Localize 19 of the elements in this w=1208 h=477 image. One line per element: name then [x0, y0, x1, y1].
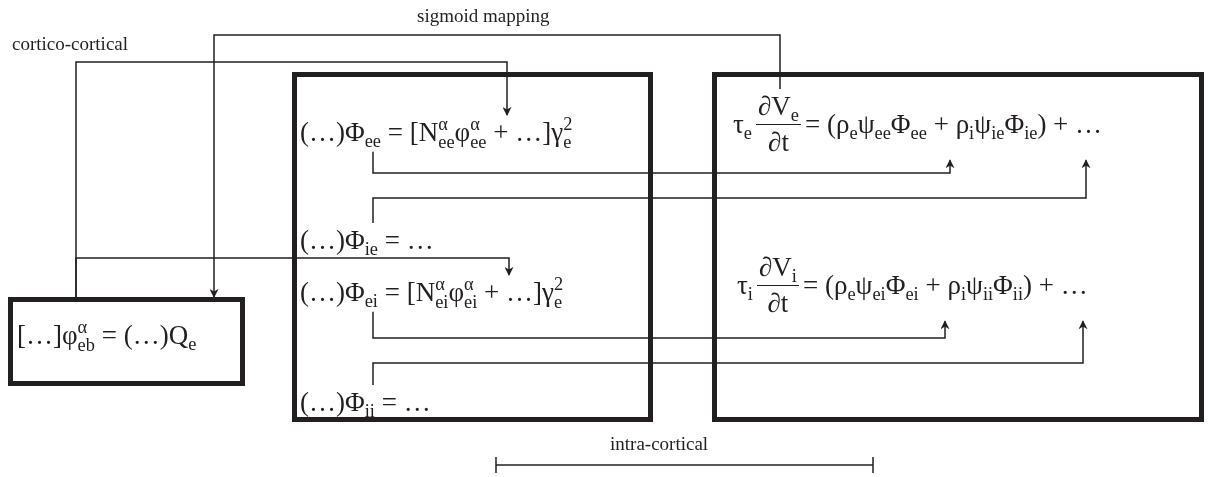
fraction-denominator: ∂t — [767, 287, 789, 321]
equation-panel — [712, 72, 1204, 422]
fraction-numerator: ∂V$_{i}$ — [756, 250, 799, 287]
equation-right-side: = (ρ$_{e}$ψ$_{ee}$Φ$_{ee}$ + ρ$_{i}$ψ$_{ie}$Φ$_{ie}$) + … — [805, 108, 1103, 143]
equation-box: […]φ$^{α}$$_{eb}$ = (…)Q$_{e}$ — [8, 297, 245, 386]
equation: (…)Φ$_{ie}$ = … — [300, 223, 434, 259]
fraction-numerator: ∂V$_{e}$ — [756, 89, 801, 126]
connector-arrow — [372, 159, 1091, 224]
equation-panel — [292, 72, 653, 422]
connector-arrow — [372, 310, 950, 339]
equation-right-side: = (ρ$_{e}$ψ$_{ei}$Φ$_{ei}$ + ρ$_{i}$ψ$_{ii}$Φ$_{ii}$) + … — [802, 269, 1088, 304]
connector-arrow — [75, 257, 514, 298]
fraction-denominator: ∂t — [768, 126, 789, 160]
time-constant: τ$_{i}$ — [737, 269, 753, 304]
connector-arrow — [372, 320, 1088, 386]
time-constant: τ$_{e}$ — [733, 108, 752, 143]
connector-arrow — [209, 34, 781, 298]
equation: (…)Φ$_{ii}$ = … — [300, 385, 431, 421]
connector-arrow — [372, 150, 955, 174]
